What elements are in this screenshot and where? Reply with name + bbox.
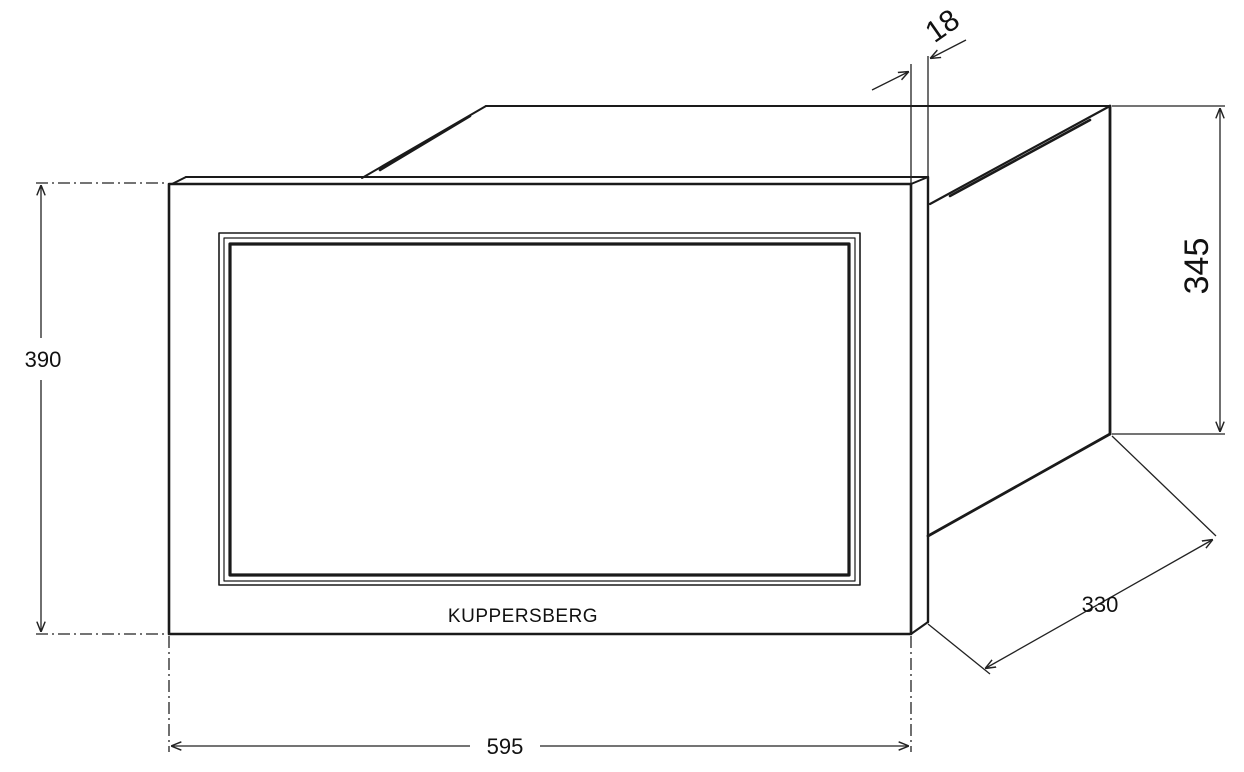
dimension-body-height-345: 345 bbox=[1112, 105, 1225, 435]
body-box bbox=[361, 104, 1112, 538]
dimension-depth-330: 330 bbox=[927, 435, 1217, 675]
dimension-label-body-height: 345 bbox=[1178, 238, 1216, 295]
dimension-frame-thickness-18: 18 bbox=[871, 3, 967, 632]
dimension-label-width: 595 bbox=[487, 734, 524, 759]
brand-logo-text: KUPPERSBERG bbox=[448, 606, 598, 627]
door-window bbox=[218, 232, 861, 586]
dimension-width-595: 595 bbox=[168, 636, 912, 759]
dimension-label-height: 390 bbox=[25, 347, 62, 372]
dimension-label-frame-thickness: 18 bbox=[919, 3, 965, 49]
dimension-height-390: 390 bbox=[25, 182, 168, 635]
dimension-label-depth: 330 bbox=[1082, 592, 1119, 617]
